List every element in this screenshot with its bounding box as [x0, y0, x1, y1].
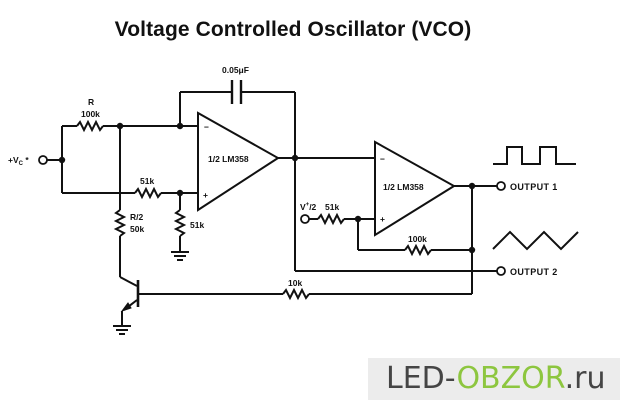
opamp2-minus: − [380, 154, 385, 164]
vref-label: V+/2 [300, 202, 317, 212]
vref-terminal [300, 214, 310, 224]
output2-label: OUTPUT 2 [510, 267, 558, 277]
opamp2-plus: + [380, 214, 385, 224]
input-label: +VC * [8, 155, 29, 167]
r-name-label: R [88, 97, 94, 107]
output1-label: OUTPUT 1 [510, 182, 558, 192]
resistor-r-half [113, 209, 127, 237]
resistor-51k-gnd [173, 209, 187, 237]
diagram-title-text: Voltage Controlled Oscillator (VCO) [114, 18, 472, 41]
input-terminal [38, 155, 48, 165]
opamp2-label: 1/2 LM358 [383, 182, 424, 192]
r-half-value-label: 50k [130, 224, 144, 234]
r-51k-vref-label: 51k [325, 202, 339, 212]
opamp1-label: 1/2 LM358 [208, 154, 249, 164]
capacitor-label: 0.05μF [222, 65, 249, 75]
r-51k-gnd-label: 51k [190, 220, 204, 230]
watermark-part3: .ru [564, 361, 606, 396]
output2-terminal[interactable] [496, 266, 506, 276]
r-half-name-label: R/2 [130, 212, 144, 222]
opamp1-triangle [197, 111, 280, 212]
resistor-10k [282, 287, 310, 301]
opamp2-triangle [374, 140, 456, 237]
npn-transistor-icon [113, 276, 140, 335]
resistor-r-100k [76, 119, 104, 133]
output1-terminal[interactable] [496, 181, 506, 191]
watermark-part2: OBZOR [456, 361, 565, 396]
watermark-part1: LED- [386, 361, 457, 396]
r-100k-feedback-label: 100k [408, 234, 427, 244]
ground-icon [171, 251, 189, 261]
triangle-wave-icon [492, 230, 579, 251]
opamp1-minus: − [204, 122, 209, 132]
square-wave-icon [493, 146, 576, 165]
watermark-text: LED-OBZOR.ru [386, 362, 605, 396]
resistor-100k-feedback [404, 243, 432, 257]
watermark: LED-OBZOR.ru [368, 358, 620, 400]
resistor-51k-in [134, 186, 162, 200]
resistor-51k-vref [317, 212, 345, 226]
opamp1-plus: + [203, 190, 208, 200]
diagram-title: Voltage Controlled Oscillator (VCO) [0, 18, 620, 42]
r-51k-in-label: 51k [140, 176, 154, 186]
r-10k-label: 10k [288, 278, 302, 288]
r-value-label: 100k [81, 109, 100, 119]
